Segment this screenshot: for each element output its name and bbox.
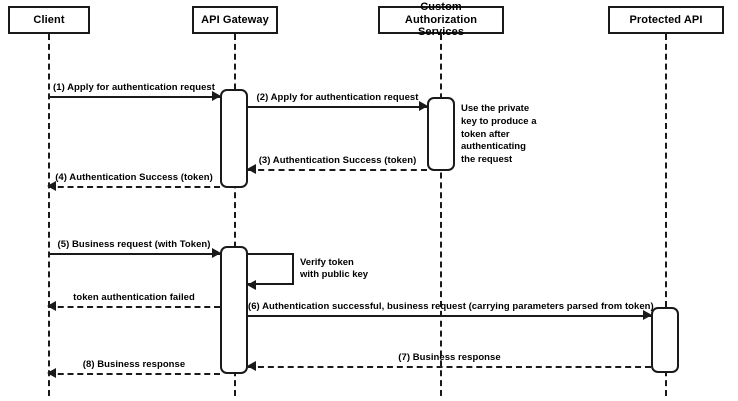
participant-api-gateway[interactable]: API Gateway: [192, 6, 278, 34]
message-label: (3) Authentication Success (token): [258, 155, 417, 166]
self-call-label-line-2: with public key: [300, 269, 369, 280]
arrowhead-left-icon: [247, 164, 256, 174]
message-line: [248, 169, 427, 171]
self-call-label: Verify token with public key: [300, 257, 368, 281]
activation-api-gateway-1: [220, 89, 248, 188]
activation-api-gateway-2: [220, 246, 248, 374]
participant-label: API Gateway: [201, 13, 269, 26]
lifeline-api-gateway: [234, 34, 236, 396]
arrowhead-left-icon: [47, 301, 56, 311]
arrowhead-right-icon: [419, 101, 428, 111]
message-label: (4) Authentication Success (token): [55, 172, 213, 183]
self-call-verify-token[interactable]: Verify token with public key: [247, 253, 368, 290]
message-line: [248, 106, 427, 108]
message-line: [248, 366, 651, 368]
lifeline-client: [48, 34, 50, 396]
message-line: [48, 253, 220, 255]
message-label: (2) Apply for authentication request: [256, 92, 419, 103]
participant-client[interactable]: Client: [8, 6, 90, 34]
lifeline-protected-api: [665, 34, 667, 396]
message-line: [48, 306, 220, 308]
arrowhead-left-icon: [47, 368, 56, 378]
message-line: [48, 373, 220, 375]
participant-label: Protected API: [629, 13, 703, 26]
activation-protected-api-1: [651, 307, 679, 373]
lifeline-custom-authorization-services: [440, 34, 442, 396]
arrowhead-right-icon: [212, 248, 221, 258]
message-line: [48, 186, 220, 188]
message-label: (6) Authentication successful, business …: [248, 301, 654, 312]
message-line: [48, 96, 220, 98]
message-label: (7) Business response: [398, 352, 501, 363]
self-call-top-segment: [248, 253, 294, 255]
arrowhead-left-icon: [247, 361, 256, 371]
participant-label: Custom Authorization Services: [404, 1, 478, 39]
message-label: (5) Business request (with Token): [57, 239, 211, 250]
message-label: token authentication failed: [73, 292, 195, 303]
arrowhead-left-icon: [47, 181, 56, 191]
activation-custom-auth-1: [427, 97, 455, 171]
message-label: (8) Business response: [82, 359, 186, 370]
arrowhead-right-icon: [212, 91, 221, 101]
participant-custom-authorization-services[interactable]: Custom Authorization Services: [378, 1, 504, 38]
message-line: [248, 315, 651, 317]
self-call-right-segment: [292, 253, 294, 285]
participant-protected-api[interactable]: Protected API: [608, 6, 724, 34]
arrowhead-right-icon: [643, 310, 652, 320]
message-label: (1) Apply for authentication request: [53, 82, 215, 93]
self-call-label-line-1: Verify token: [300, 257, 354, 269]
participant-label: Client: [33, 13, 65, 26]
note-private-key: Use the private key to produce a token a…: [461, 103, 537, 166]
arrowhead-left-icon: [247, 280, 256, 290]
self-call-bottom-segment: [248, 283, 294, 285]
